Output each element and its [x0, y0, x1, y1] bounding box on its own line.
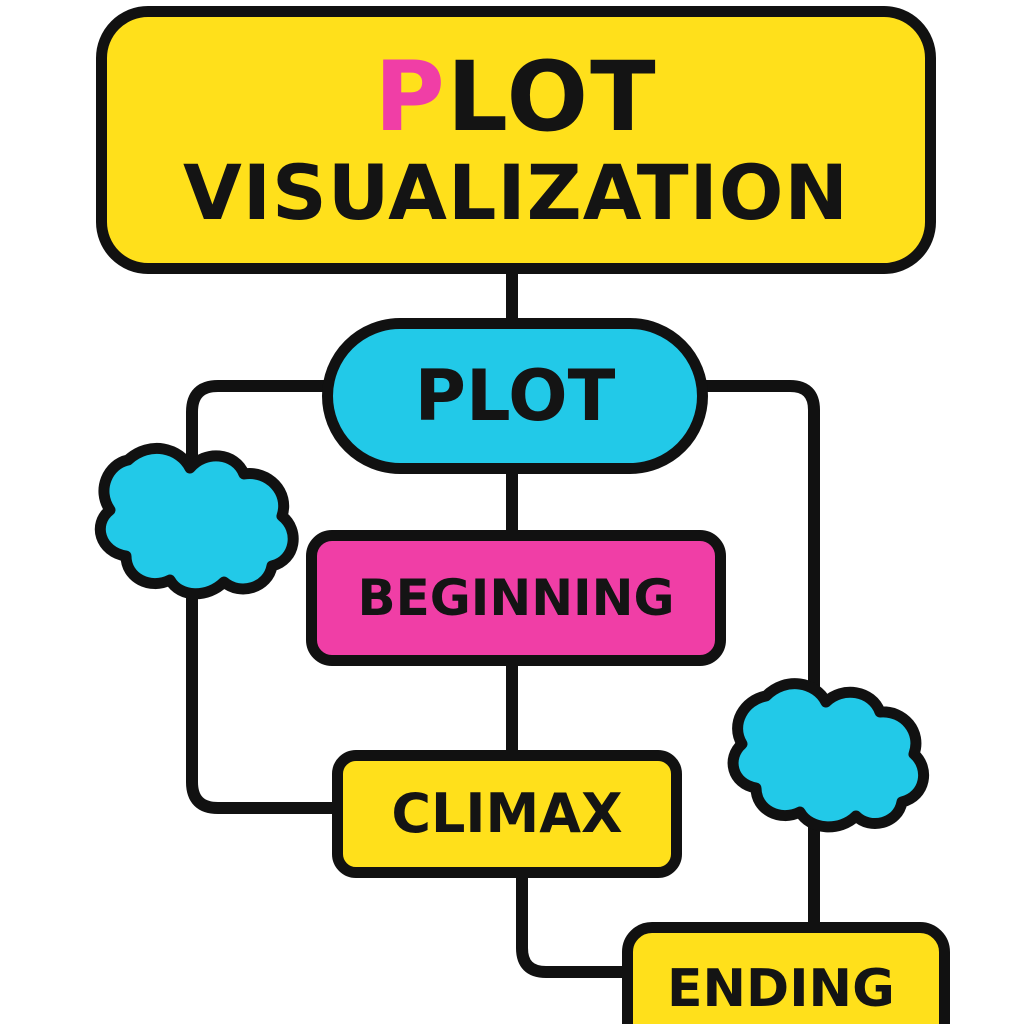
- title-second-line: VISUALIZATION: [182, 148, 850, 237]
- beginning-node-label: BEGINNING: [357, 569, 675, 627]
- cloud-left-icon: [94, 442, 299, 600]
- plot-node: PLOT: [322, 318, 708, 474]
- title-first-word: PLOT: [374, 49, 657, 145]
- ending-node-label: ENDING: [667, 959, 895, 1019]
- ending-node: ENDING: [622, 922, 950, 1024]
- connector-right-loop: [698, 380, 820, 932]
- cloud-right-icon: [727, 678, 929, 833]
- beginning-node: BEGINNING: [306, 530, 726, 666]
- climax-node: CLIMAX: [332, 750, 682, 878]
- title-first-word-rest: LOT: [446, 41, 658, 153]
- title-first-letter: P: [374, 41, 447, 153]
- connector-climax-ending: [516, 868, 632, 978]
- plot-node-label: PLOT: [414, 355, 616, 437]
- title-node: PLOT VISUALIZATION: [96, 6, 936, 274]
- climax-node-label: CLIMAX: [391, 782, 623, 845]
